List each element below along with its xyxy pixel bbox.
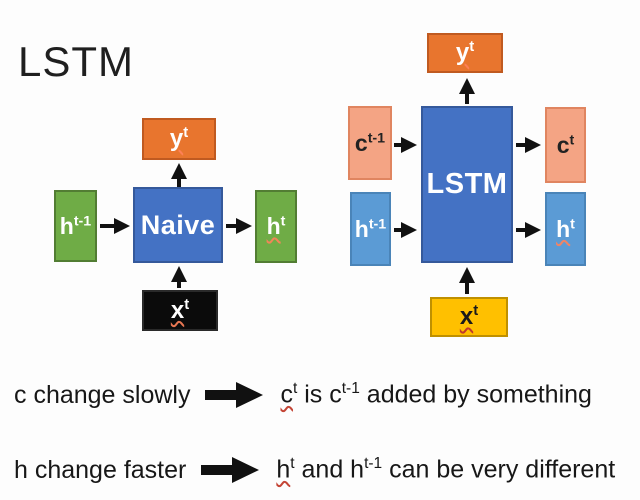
lstm-cell-box: LSTM [421, 106, 513, 263]
naive-output-yt-box: yt [142, 118, 216, 160]
lstm-input-xt-box: xt [430, 297, 508, 337]
naive-cell-box: Naive [133, 187, 223, 263]
note-h-right-text: ht and ht-1 can be very different [276, 455, 616, 484]
lstm-hidden-prev-box: ht-1 [350, 192, 391, 266]
naive-hidden-next-label: ht [266, 213, 286, 239]
lstm-cell-label: LSTM [426, 168, 508, 200]
lstm-hidden-prev-label: ht-1 [354, 215, 387, 242]
lstm-output-yt-box: yt [427, 33, 503, 73]
note-c-right-text: ct is ct-1 added by something [280, 380, 592, 409]
naive-hidden-prev-box: ht-1 [54, 190, 97, 262]
note-h-left-text: h change faster [14, 455, 187, 484]
lstm-output-yt-label: yt [455, 39, 475, 66]
lstm-cell-state-prev-box: ct-1 [348, 106, 392, 180]
block-arrow-icon [201, 457, 260, 483]
lstm-cell-state-prev-label: ct-1 [354, 129, 386, 156]
naive-hidden-prev-label: ht-1 [59, 212, 92, 239]
naive-output-yt-label: yt [169, 125, 189, 152]
block-arrow-icon [205, 382, 264, 408]
lstm-hidden-next-label: ht [556, 215, 575, 242]
lstm-hidden-next-box: ht [545, 192, 586, 266]
lstm-input-xt-label: xt [459, 303, 479, 330]
naive-cell-label: Naive [140, 209, 216, 240]
lstm-cell-state-next-label: ct [556, 131, 575, 158]
naive-input-xt-label: xt [170, 296, 190, 324]
lstm-cell-state-next-box: ct [545, 107, 586, 183]
page-title: LSTM [18, 38, 135, 85]
note-c-left-text: c change slowly [14, 380, 191, 409]
naive-input-xt-box: xt [142, 290, 218, 331]
naive-hidden-next-box: ht [255, 190, 297, 263]
note-row-c: c change slowly ct is ct-1 added by some… [14, 380, 592, 410]
note-row-h: h change faster ht and ht-1 can be very … [14, 455, 615, 485]
